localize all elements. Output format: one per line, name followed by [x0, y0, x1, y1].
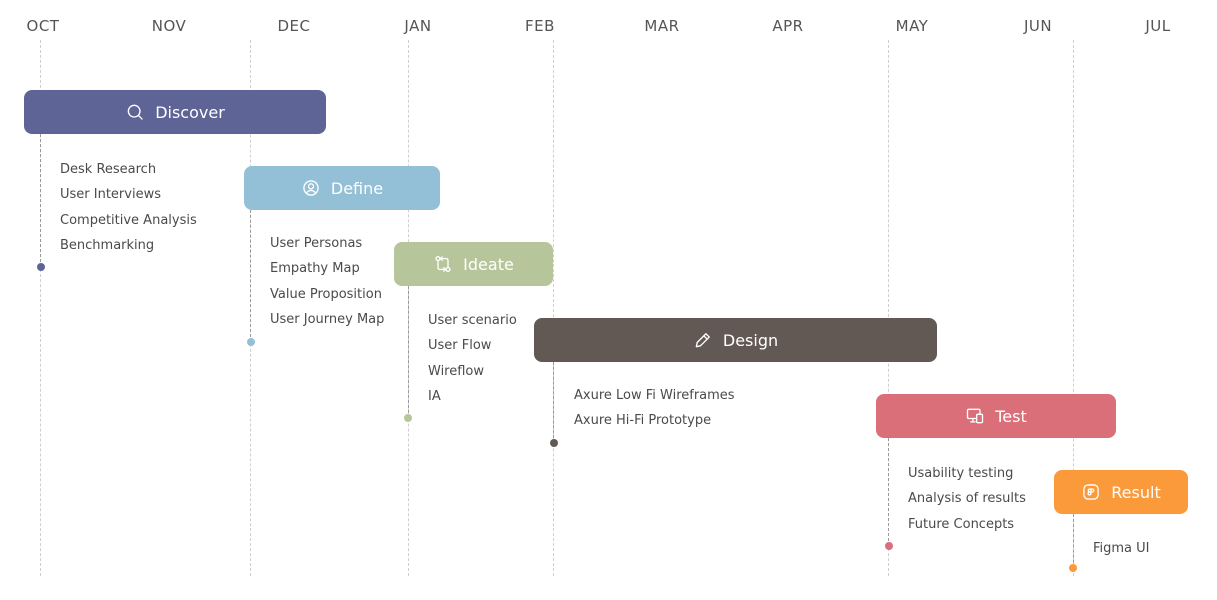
define-end-dot [247, 338, 255, 346]
task-item: Value Proposition [270, 286, 382, 302]
discover-task-list: Desk Research User Interviews Competitiv… [60, 157, 197, 259]
task-item: User Flow [428, 338, 492, 354]
month-label: OCT [26, 17, 60, 35]
task-item: Axure Hi-Fi Prototype [574, 413, 712, 429]
month-label: FEB [525, 17, 555, 35]
test-task-list: Usability testing Analysis of results Fu… [908, 461, 1026, 537]
gridline [1073, 40, 1074, 576]
discover-end-dot [37, 263, 45, 271]
gridline [553, 40, 554, 576]
define-phase-label: Define [330, 178, 384, 198]
task-item: Desk Research [60, 162, 157, 177]
task-item: Axure Low Fi Wireframes [574, 388, 735, 403]
month-label: JUN [1023, 17, 1053, 35]
task-item: Usability testing [908, 466, 1014, 481]
discover-phase-label: Discover [155, 102, 225, 122]
design-stem [553, 362, 554, 443]
ideate-stem [408, 286, 409, 418]
month-label: JAN [404, 17, 432, 35]
result-stem [1073, 514, 1074, 568]
figma-icon [1081, 482, 1101, 502]
gridline [888, 40, 889, 576]
design-end-dot [550, 439, 558, 447]
month-label: NOV [151, 17, 187, 35]
task-item: Competitive Analysis [60, 212, 197, 228]
test-end-dot [885, 542, 893, 550]
user-circle-icon [301, 178, 321, 198]
devices-icon [965, 406, 985, 426]
result-phase-label: Result [1111, 482, 1161, 502]
task-item: IA [428, 389, 441, 405]
design-phase-bar[interactable]: Design [534, 318, 937, 362]
gridline [40, 40, 41, 576]
discover-stem [40, 134, 41, 267]
task-item: Wireflow [428, 363, 485, 379]
design-phase-label: Design [722, 330, 779, 350]
define-stem [250, 210, 251, 342]
month-label: MAY [895, 17, 929, 35]
define-phase-bar[interactable]: Define [244, 166, 440, 210]
test-stem [888, 438, 889, 546]
month-label: JUL [1145, 17, 1171, 35]
task-item: User Personas [270, 236, 363, 251]
design-task-list: Axure Low Fi Wireframes Axure Hi-Fi Prot… [574, 383, 735, 434]
task-item: User Journey Map [270, 312, 385, 328]
result-phase-bar[interactable]: Result [1054, 470, 1188, 514]
pen-icon [693, 330, 713, 350]
git-compare-icon [433, 254, 453, 274]
task-item: User scenario [428, 313, 517, 328]
result-task-list: Figma UI [1093, 536, 1150, 561]
month-label: APR [772, 17, 804, 35]
ideate-phase-label: Ideate [463, 254, 514, 274]
task-item: Analysis of results [908, 491, 1026, 507]
task-item: User Interviews [60, 187, 161, 203]
task-item: Figma UI [1093, 541, 1150, 556]
ideate-phase-bar[interactable]: Ideate [394, 242, 553, 286]
task-item: Benchmarking [60, 238, 155, 254]
search-icon [125, 102, 145, 122]
discover-phase-bar[interactable]: Discover [24, 90, 326, 134]
month-label: MAR [644, 17, 680, 35]
test-phase-label: Test [995, 406, 1027, 426]
ideate-end-dot [404, 414, 412, 422]
result-end-dot [1069, 564, 1077, 572]
test-phase-bar[interactable]: Test [876, 394, 1116, 438]
ideate-task-list: User scenario User Flow Wireflow IA [428, 308, 517, 410]
define-task-list: User Personas Empathy Map Value Proposit… [270, 231, 384, 333]
task-item: Future Concepts [908, 516, 1015, 532]
month-label: DEC [277, 17, 311, 35]
task-item: Empathy Map [270, 261, 360, 277]
